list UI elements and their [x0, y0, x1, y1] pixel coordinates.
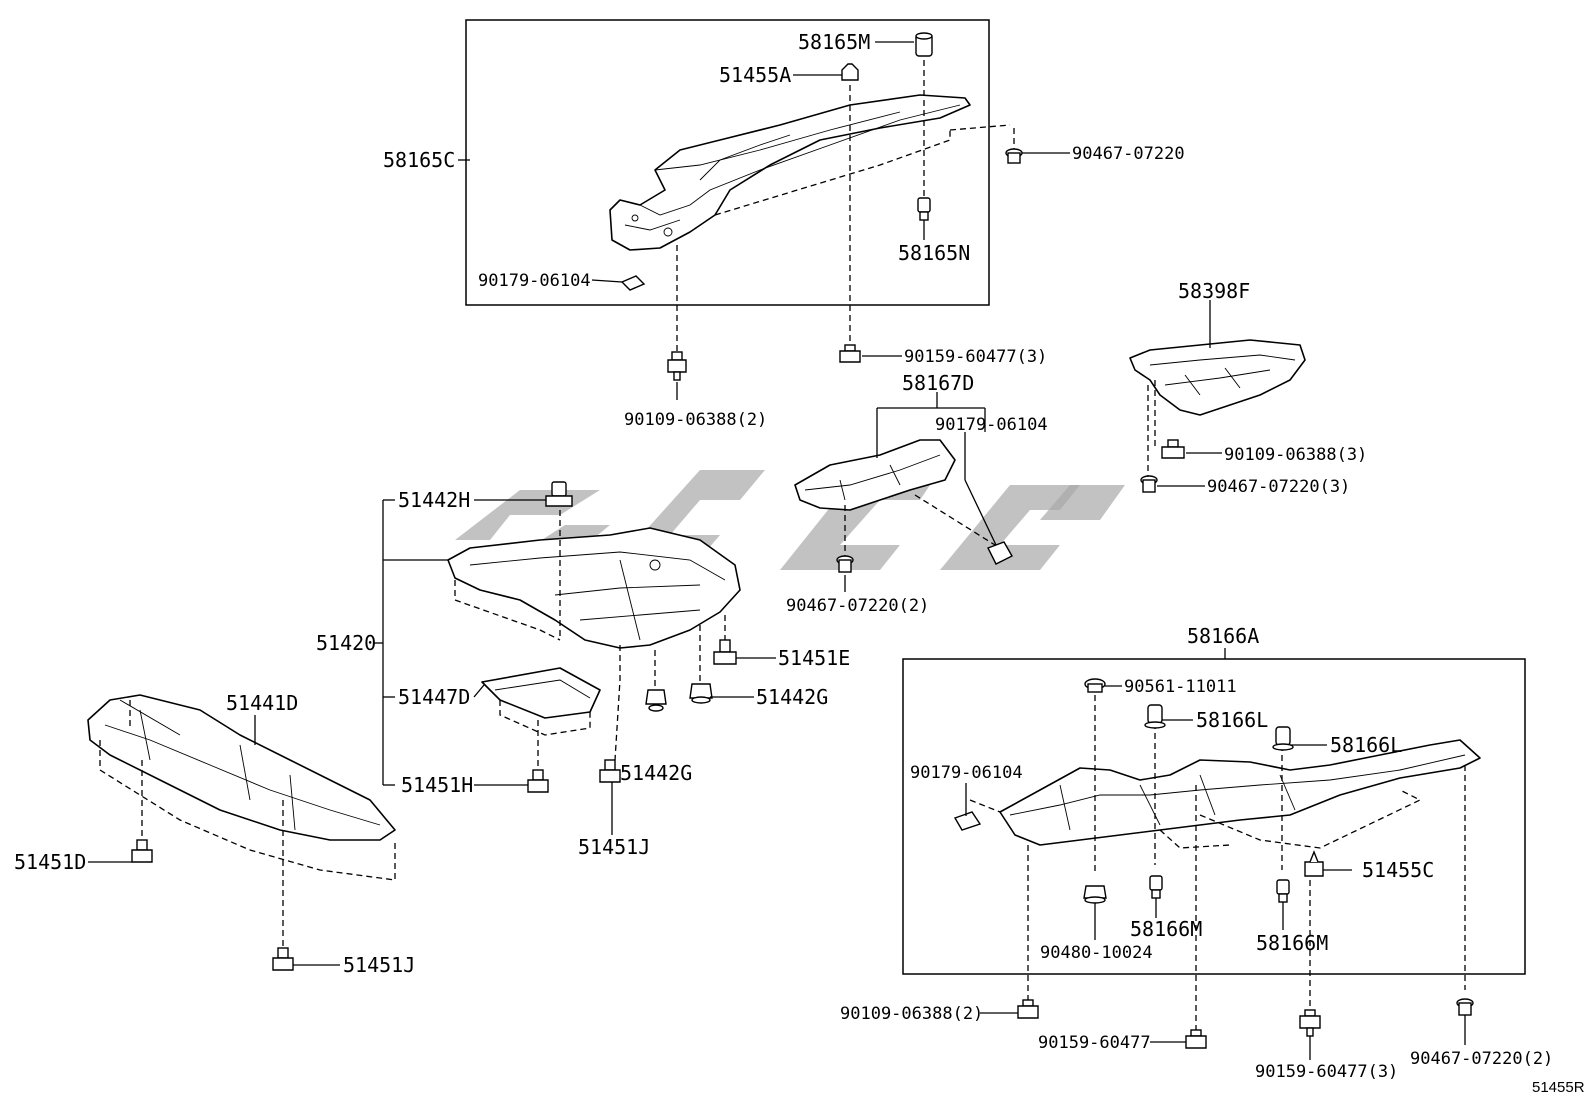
- label-58165M: 58165M: [798, 30, 870, 54]
- label-90109-06388-3: 90109-06388(3): [1224, 445, 1367, 465]
- bolt-51451J-a-icon: [599, 759, 621, 783]
- label-58165N: 58165N: [898, 241, 970, 265]
- label-90159-60477: 90159-60477: [1038, 1033, 1151, 1053]
- clip-58166M-b-icon: [1276, 879, 1290, 903]
- bolt-90159-60477-b-icon: [1185, 1029, 1207, 1049]
- diagram-code: 51455R: [1532, 1079, 1585, 1096]
- leader-lines: [88, 41, 1466, 1060]
- label-51451H: 51451H: [401, 773, 473, 797]
- part-51441D-shape: [87, 694, 396, 841]
- bolt-51451D-icon: [131, 839, 153, 863]
- dash-51447D-1: [499, 700, 591, 736]
- label-90179-06104-b: 90179-06104: [935, 415, 1048, 435]
- label-51441D: 51441D: [226, 691, 298, 715]
- clip-51442H-icon: [545, 481, 573, 507]
- bolt-51451J-b-icon: [272, 947, 294, 971]
- label-90561-11011: 90561-11011: [1124, 677, 1237, 697]
- clip-58166M-a-icon: [1149, 875, 1163, 899]
- bolt-90109-06388-b-icon: [1017, 999, 1039, 1019]
- label-90467-07220-2-b: 90467-07220(2): [1410, 1049, 1553, 1069]
- bolt-90467-07220-2-a-icon: [836, 555, 854, 573]
- dash-58165C-2: [949, 124, 1011, 131]
- label-51442H: 51442H: [398, 488, 470, 512]
- clip-58166L-b-icon: [1272, 726, 1294, 751]
- label-58166L-b: 58166L: [1330, 733, 1402, 757]
- clip-58166L-a-icon: [1144, 704, 1166, 729]
- dash-58167D-2: [914, 494, 996, 546]
- dash-51441D-1: [99, 740, 396, 881]
- bolt-90467-07220-2-b-icon: [1456, 998, 1474, 1016]
- label-58166L-a: 58166L: [1196, 708, 1268, 732]
- label-58166M-a: 58166M: [1130, 917, 1202, 941]
- label-58166A: 58166A: [1187, 624, 1259, 648]
- clip-51442G-a-icon: [689, 683, 713, 704]
- part-58165C-shape: [609, 94, 971, 251]
- label-90467-07220-3: 90467-07220(3): [1207, 477, 1350, 497]
- bolt-90467-07220-3-icon: [1140, 475, 1158, 493]
- nut-90179-06104-b-icon: [987, 541, 1013, 565]
- bolt-90109-06388-a-icon: [667, 351, 687, 381]
- label-90467-07220-2-a: 90467-07220(2): [786, 596, 929, 616]
- label-58398F: 58398F: [1178, 279, 1250, 303]
- label-90109-06388-2-b: 90109-06388(2): [840, 1004, 983, 1024]
- label-51442G-b: 51442G: [620, 761, 692, 785]
- dash-58166A-1: [1199, 789, 1422, 849]
- label-51420: 51420: [316, 631, 376, 655]
- label-51455C: 51455C: [1362, 858, 1434, 882]
- part-58398F-shape: [1129, 339, 1306, 416]
- group-box-58165C: [465, 19, 990, 306]
- label-90109-06388-2-a: 90109-06388(2): [624, 410, 767, 430]
- bolt-90467-07220-a-icon: [1005, 148, 1023, 164]
- label-90467-07220-a: 90467-07220: [1072, 144, 1185, 164]
- group-box-58166A: [902, 658, 1526, 975]
- label-51442G-a: 51442G: [756, 685, 828, 709]
- nut-90179-06104-a-icon: [620, 275, 646, 291]
- label-51451J-a: 51451J: [578, 835, 650, 859]
- label-58166M-b: 58166M: [1256, 931, 1328, 955]
- nut-90179-06104-c-icon: [953, 811, 982, 831]
- clip-51442G-b-icon: [645, 689, 667, 712]
- clip-51455A-icon: [841, 63, 859, 81]
- part-51420-shape: [447, 527, 741, 649]
- bolt-90109-06388-3-icon: [1161, 439, 1185, 459]
- bolt-90159-60477-c-icon: [1299, 1009, 1321, 1037]
- dash-58165C-1: [714, 130, 951, 216]
- label-90179-06104-a: 90179-06104: [478, 271, 591, 291]
- label-58165C: 58165C: [383, 148, 455, 172]
- nut-90480-10024-icon: [1083, 885, 1107, 904]
- label-51451E: 51451E: [778, 646, 850, 670]
- dash-51420-3: [614, 645, 621, 761]
- dash-51420-2: [454, 580, 561, 641]
- clip-58165M-icon: [915, 32, 933, 57]
- dash-58166A-2: [1159, 829, 1231, 849]
- label-58167D: 58167D: [902, 371, 974, 395]
- label-90159-60477-3-b: 90159-60477(3): [1255, 1062, 1398, 1082]
- part-58167D-shape: [794, 439, 956, 511]
- label-51455A: 51455A: [719, 63, 791, 87]
- clip-58165N-icon: [917, 197, 931, 221]
- part-58166A-shape: [999, 739, 1481, 846]
- dash-58166A-10: [969, 799, 1001, 813]
- label-51451D: 51451D: [14, 850, 86, 874]
- label-90480-10024: 90480-10024: [1040, 943, 1153, 963]
- label-51451J-b: 51451J: [343, 953, 415, 977]
- bolt-90159-60477-a-icon: [839, 344, 861, 363]
- label-90159-60477-3-a: 90159-60477(3): [904, 347, 1047, 367]
- clip-51455C-icon: [1304, 850, 1324, 877]
- label-90179-06104-c: 90179-06104: [910, 763, 1023, 783]
- nut-90561-11011-icon: [1084, 678, 1106, 693]
- bolt-51451H-icon: [527, 769, 549, 793]
- bolt-51451E-icon: [713, 639, 737, 665]
- label-51447D: 51447D: [398, 685, 470, 709]
